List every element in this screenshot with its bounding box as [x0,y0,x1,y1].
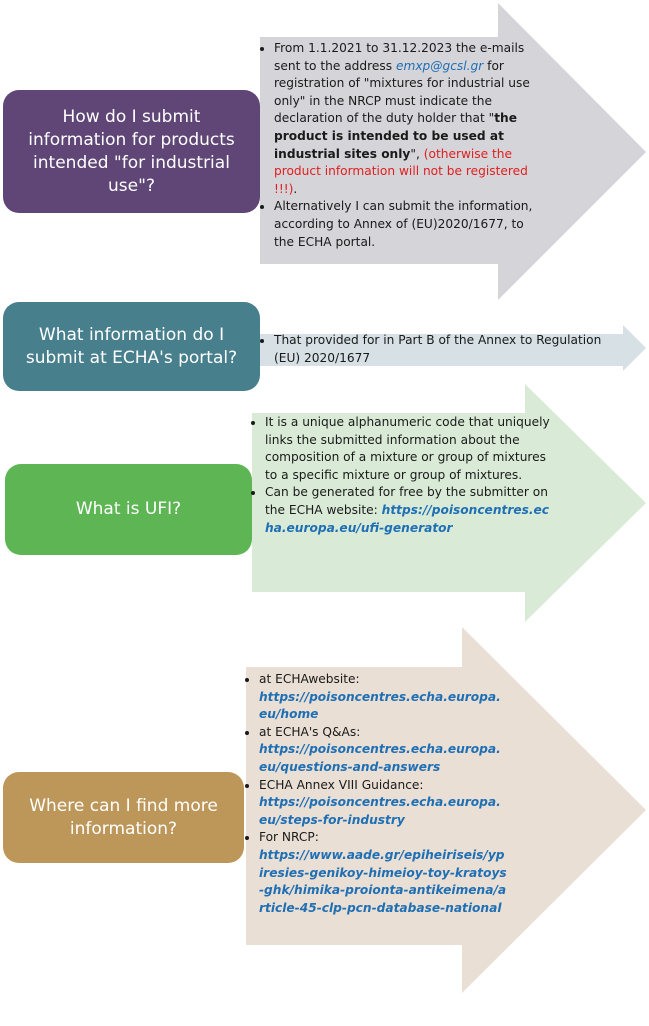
warning-text: (otherwise the product information will … [274,146,528,196]
question-box-2: What information do I submit at ECHA's p… [3,302,260,391]
question-2-text: What information do I submit at ECHA's p… [25,324,238,368]
question-box-3: What is UFI? [5,464,252,555]
answer-4-item: at ECHA's Q&As: https://poisoncentres.ec… [259,724,507,777]
echa-home-link[interactable]: https://poisoncentres.echa.europa.eu/hom… [259,689,501,722]
answer-3-bullet-2: Can be generated for free by the submitt… [265,484,553,537]
question-box-4: Where can I find more information? [3,772,244,863]
answer-2: That provided for in Part B of the Annex… [260,332,628,367]
question-1-text: How do I submit information for products… [28,106,235,196]
answer-arrow-1 [260,3,646,300]
answer-arrow-4 [246,627,646,993]
answer-2-bullet-1: That provided for in Part B of the Annex… [274,332,628,367]
answer-3-bullet-1: It is a unique alphanumeric code that un… [265,414,553,484]
answer-1: From 1.1.2021 to 31.12.2023 the e-mails … [260,40,542,251]
ufi-generator-link[interactable]: https://poisoncentres.echa.europa.eu/ufi… [265,502,549,535]
answer-4-item: For NRCP: https://www.aade.gr/epiheirise… [259,829,507,917]
answer-4-item: at ECHAwebsite: https://poisoncentres.ec… [259,671,507,724]
email-link[interactable]: emxp@gcsl.gr [395,58,484,73]
answer-4: at ECHAwebsite: https://poisoncentres.ec… [245,671,507,917]
echa-qa-link[interactable]: https://poisoncentres.echa.europa.eu/que… [259,742,501,774]
answer-arrow-3 [252,384,646,622]
question-4-text: Where can I find more information? [29,795,218,839]
echa-guidance-link[interactable]: https://poisoncentres.echa.europa.eu/ste… [259,795,501,827]
answer-3: It is a unique alphanumeric code that un… [251,414,553,537]
question-3-text: What is UFI? [75,499,182,519]
answer-4-item: ECHA Annex VIII Guidance: https://poison… [259,777,507,830]
question-box-1: How do I submit information for products… [3,90,260,213]
answer-arrow-2 [260,325,646,371]
nrcp-link[interactable]: https://www.aade.gr/epiheiriseis/ypiresi… [259,847,507,915]
answer-1-bullet-1: From 1.1.2021 to 31.12.2023 the e-mails … [274,40,542,198]
answer-1-bullet-2: Alternatively I can submit the informati… [274,198,542,251]
